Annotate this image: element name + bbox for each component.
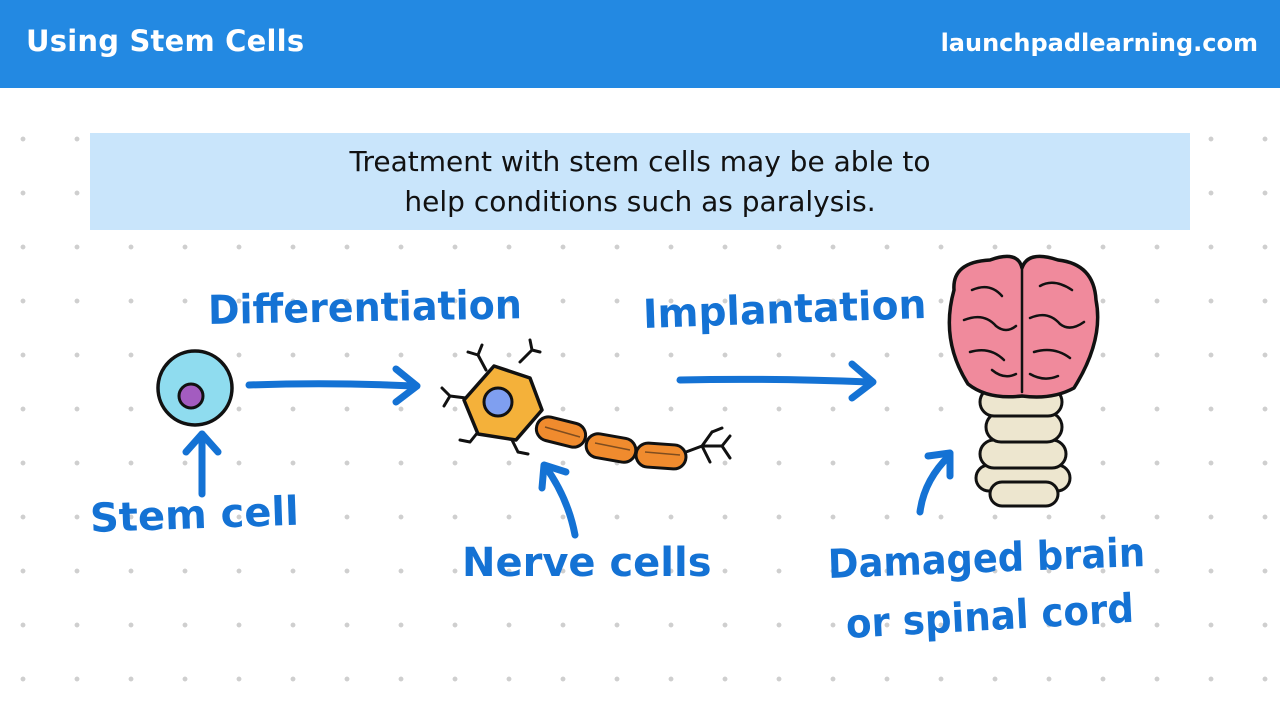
brain-pointer-arrow xyxy=(916,449,954,516)
brain-spine-icon xyxy=(947,254,1100,508)
implantation-arrow xyxy=(676,360,877,402)
differentiation-label: Differentiation xyxy=(207,282,523,334)
stem-cell-label: Stem cell xyxy=(89,488,300,542)
differentiation-arrow xyxy=(245,365,421,406)
nerve-cell-icon xyxy=(440,338,732,471)
page-title: Using Stem Cells xyxy=(26,24,305,58)
stem-cell-icon xyxy=(156,349,234,427)
banner-line-2: help conditions such as paralysis. xyxy=(404,184,876,218)
header-bar: Using Stem Cells launchpadlearning.com xyxy=(0,0,1280,88)
nerve-cells-pointer-arrow xyxy=(538,461,579,539)
stem-cell-pointer-arrow xyxy=(182,430,222,498)
banner-line-1: Treatment with stem cells may be able to xyxy=(349,144,931,178)
nerve-cells-label: Nerve cells xyxy=(462,540,712,586)
info-banner: Treatment with stem cells may be able to… xyxy=(90,133,1190,230)
site-url: launchpadlearning.com xyxy=(940,29,1258,57)
